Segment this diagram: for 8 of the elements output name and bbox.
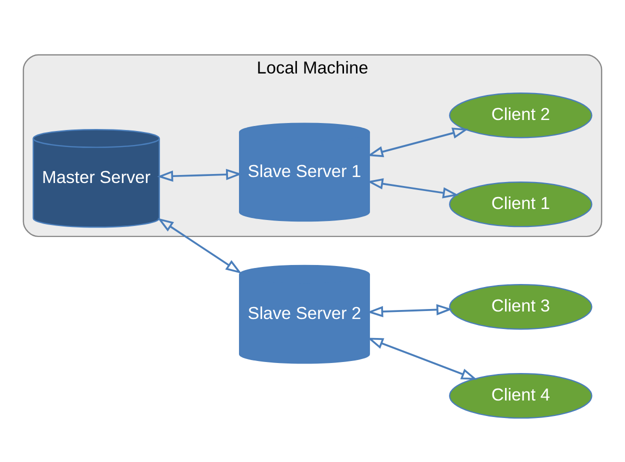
- arrow: [367, 337, 478, 380]
- node-ellipse: Client 4: [449, 372, 592, 418]
- arrow: [367, 178, 459, 198]
- arrow: [367, 304, 453, 317]
- arrow: [157, 217, 242, 274]
- node-ellipse: Client 1: [449, 180, 592, 227]
- arrow: [367, 127, 469, 157]
- node-ellipse: Client 3: [449, 284, 592, 330]
